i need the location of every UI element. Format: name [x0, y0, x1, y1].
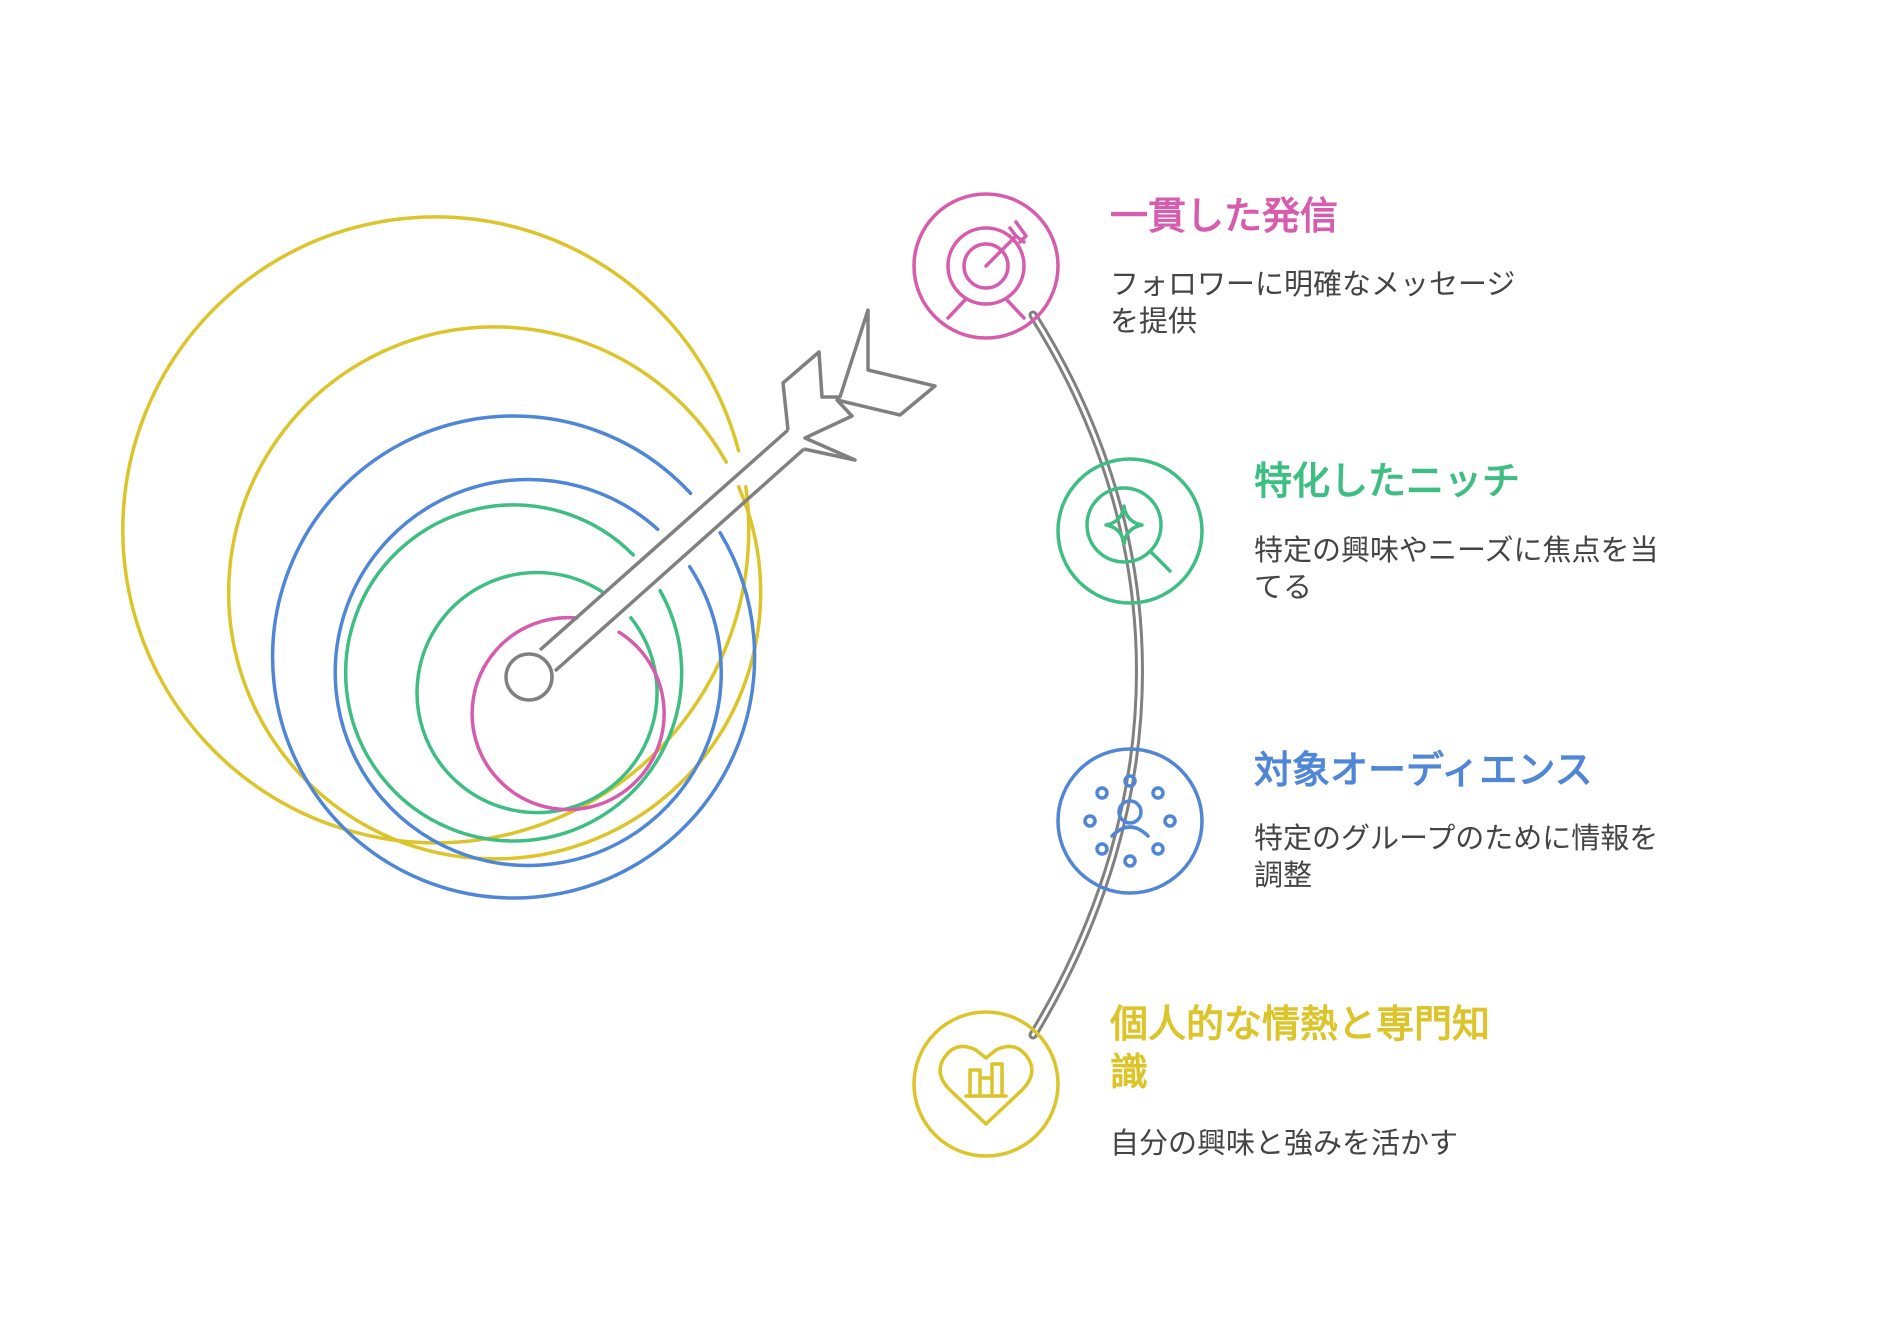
- target-ring-green-inner: [415, 570, 659, 815]
- item-1-title: 一貫した発信: [1110, 194, 1339, 238]
- audience-icon: [1056, 747, 1204, 895]
- item-3-description: 特定のグループのために情報を 調整: [1254, 821, 1659, 892]
- item-1-description: フォロワーに明確なメッセージ を提供: [1110, 267, 1516, 338]
- heart-chart-icon: [912, 1010, 1060, 1158]
- target-ring-yellow-outer: [121, 215, 751, 845]
- magnifier-sparkle-icon: [1056, 457, 1204, 605]
- arrow: [504, 308, 937, 702]
- bullseye-target: [121, 215, 763, 900]
- item-2-title: 特化したニッチ: [1254, 459, 1521, 503]
- item-3-title: 対象オーディエンス: [1254, 748, 1593, 792]
- item-4-description: 自分の興味と強みを活かす: [1110, 1126, 1459, 1160]
- target-ring-green-outer: [343, 503, 684, 843]
- target-ring-blue-inner: [333, 477, 723, 868]
- target-ring-yellow-inner: [226, 325, 763, 861]
- target-ring-pink: [470, 615, 666, 812]
- item-2-description: 特定の興味やニーズに焦点を当 てる: [1254, 533, 1659, 604]
- target-icon: [912, 192, 1060, 340]
- item-4-title: 個人的な情熱と専門知 識: [1110, 1002, 1491, 1094]
- target-ring-blue-outer: [270, 414, 757, 900]
- connector-arc: [1028, 310, 1144, 1040]
